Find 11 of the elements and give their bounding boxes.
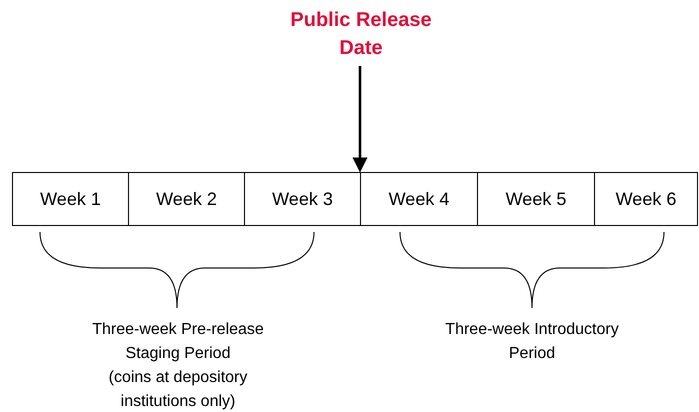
period-caption: Three-week Pre-release Staging Period [91,320,265,364]
period-caption: Three-week Introductory Period [444,320,620,364]
arrow [352,66,368,172]
period-caption: (coins at depository institutions only) [108,368,248,412]
week-cell: Week 5 [477,172,595,226]
week-cell: Week 3 [244,172,361,226]
week-cell: Week 6 [594,172,698,226]
release-date-label: Public Release Date [286,6,436,62]
week-cell: Week 1 [12,172,129,226]
week-cell: Week 4 [360,172,478,226]
week-cell: Week 2 [128,172,245,226]
